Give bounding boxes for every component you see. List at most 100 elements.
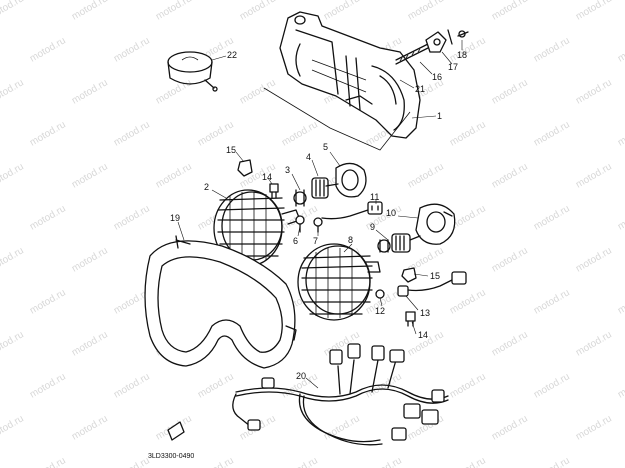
- watermark-text: motod.ru: [28, 371, 68, 400]
- watermark-text: motod.ru: [70, 413, 110, 442]
- callouts: 1 2 3 4 5 6 7 8 9 10 11 12 13 14 14 15 1: [170, 40, 467, 389]
- part-22-cap: [167, 51, 218, 92]
- part-10-socket-right: [415, 203, 456, 245]
- watermark-text: motod.ru: [112, 371, 152, 400]
- watermark-text: motod.ru: [112, 35, 152, 64]
- watermark-text: motod.ru: [70, 329, 110, 358]
- part-1-housing-bracket: [263, 11, 421, 151]
- watermark-text: motod.ru: [364, 455, 404, 468]
- watermark-text: motod.ru: [196, 455, 236, 468]
- watermark-text: motod.ru: [448, 455, 488, 468]
- part-20-wire-harness: [232, 343, 449, 446]
- callout-11: 11: [370, 192, 379, 202]
- watermark-text: motod.ru: [154, 77, 194, 106]
- watermark-text: motod.ru: [28, 203, 68, 232]
- watermark-text: motod.ru: [154, 0, 194, 23]
- callout-21: 21: [415, 84, 425, 94]
- watermark-text: motod.ru: [0, 329, 26, 358]
- watermark-text: motod.ru: [448, 371, 488, 400]
- drawing-code: 3LD3300-0490: [148, 453, 194, 460]
- callout-13: 13: [420, 308, 430, 318]
- watermark-text: motod.ru: [112, 119, 152, 148]
- callout-15-top: 15: [226, 145, 236, 155]
- callout-1: 1: [437, 111, 442, 121]
- watermark-text: motod.ru: [406, 161, 446, 190]
- callout-12: 12: [375, 306, 385, 316]
- watermark-text: motod.ru: [448, 35, 488, 64]
- watermark-text: motod.ru: [616, 371, 625, 400]
- watermark-text: motod.ru: [196, 371, 236, 400]
- callout-16: 16: [432, 72, 442, 82]
- watermark-text: motod.ru: [322, 0, 362, 23]
- watermark-text: motod.ru: [280, 455, 320, 468]
- part-6-7-position-bulbs: [295, 215, 323, 233]
- watermark-text: motod.ru: [574, 77, 614, 106]
- watermark-text: motod.ru: [70, 0, 110, 23]
- part-2-left-headlight: [213, 189, 301, 267]
- watermark-text: motod.ru: [70, 245, 110, 274]
- watermark-text: motod.ru: [490, 329, 530, 358]
- watermark-text: motod.ru: [616, 455, 625, 468]
- watermark-text: motod.ru: [532, 371, 572, 400]
- part-14-screw-top: [269, 183, 279, 199]
- watermark-text: motod.ru: [0, 77, 26, 106]
- watermark-text: motod.ru: [574, 245, 614, 274]
- part-12-14-lower-parts: [375, 271, 467, 327]
- part-9-bulb-right: [377, 233, 421, 253]
- part-3-5-bulb-socket-upper: [293, 162, 367, 207]
- callout-14-lower: 14: [418, 330, 428, 340]
- watermark-text: motod.ru: [490, 77, 530, 106]
- callout-20: 20: [296, 371, 306, 381]
- watermark-text: motod.ru: [238, 0, 278, 23]
- watermark-text: motod.ru: [28, 455, 68, 468]
- callout-14-top: 14: [262, 172, 272, 182]
- watermark-text: motod.ru: [406, 0, 446, 23]
- watermark-text: motod.ru: [574, 413, 614, 442]
- callout-19: 19: [170, 213, 180, 223]
- callout-3: 3: [285, 165, 290, 175]
- watermark-text: motod.ru: [532, 455, 572, 468]
- watermark-text: motod.ru: [616, 35, 625, 64]
- watermark-text: motod.ru: [154, 161, 194, 190]
- callout-22: 22: [227, 50, 237, 60]
- part-15-clip-lower: [401, 267, 417, 283]
- callout-5: 5: [323, 142, 328, 152]
- upper-wire-lead: [321, 201, 383, 220]
- watermark-text: motod.ru: [280, 119, 320, 148]
- watermark-text: motod.ru: [616, 203, 625, 232]
- watermark-text: motod.ru: [490, 161, 530, 190]
- callout-6: 6: [293, 236, 298, 246]
- watermark-text: motod.ru: [490, 413, 530, 442]
- watermark-text: motod.ru: [574, 329, 614, 358]
- callout-2: 2: [204, 182, 209, 192]
- callout-18: 18: [457, 50, 467, 60]
- callout-15-lower: 15: [430, 271, 440, 281]
- watermark-text: motod.ru: [616, 119, 625, 148]
- callout-17: 17: [448, 62, 458, 72]
- callout-9: 9: [370, 222, 375, 232]
- watermark-text: motod.ru: [28, 119, 68, 148]
- watermark-text: motod.ru: [490, 0, 530, 23]
- watermark-text: motod.ru: [574, 161, 614, 190]
- watermark-text: motod.ru: [70, 77, 110, 106]
- direction-symbol: [167, 421, 185, 441]
- part-19-bezel: [144, 235, 297, 369]
- watermark-text: motod.ru: [28, 35, 68, 64]
- watermark-text: motod.ru: [574, 0, 614, 23]
- part-16-18-bolt-assembly: [395, 29, 469, 65]
- watermark-text: motod.ru: [238, 77, 278, 106]
- part-15-clip-top: [237, 159, 253, 177]
- watermark-text: motod.ru: [616, 287, 625, 316]
- watermark-text: motod.ru: [0, 413, 26, 442]
- watermark-text: motod.ru: [532, 203, 572, 232]
- watermark-text: motod.ru: [0, 245, 26, 274]
- watermark-text: motod.ru: [0, 0, 26, 23]
- callout-4: 4: [306, 152, 311, 162]
- callout-7: 7: [313, 236, 318, 246]
- watermark-text: motod.ru: [28, 287, 68, 316]
- part-8-right-headlight: [297, 243, 381, 321]
- watermark-text: motod.ru: [112, 455, 152, 468]
- callout-8: 8: [348, 235, 353, 245]
- watermark-text: motod.ru: [532, 119, 572, 148]
